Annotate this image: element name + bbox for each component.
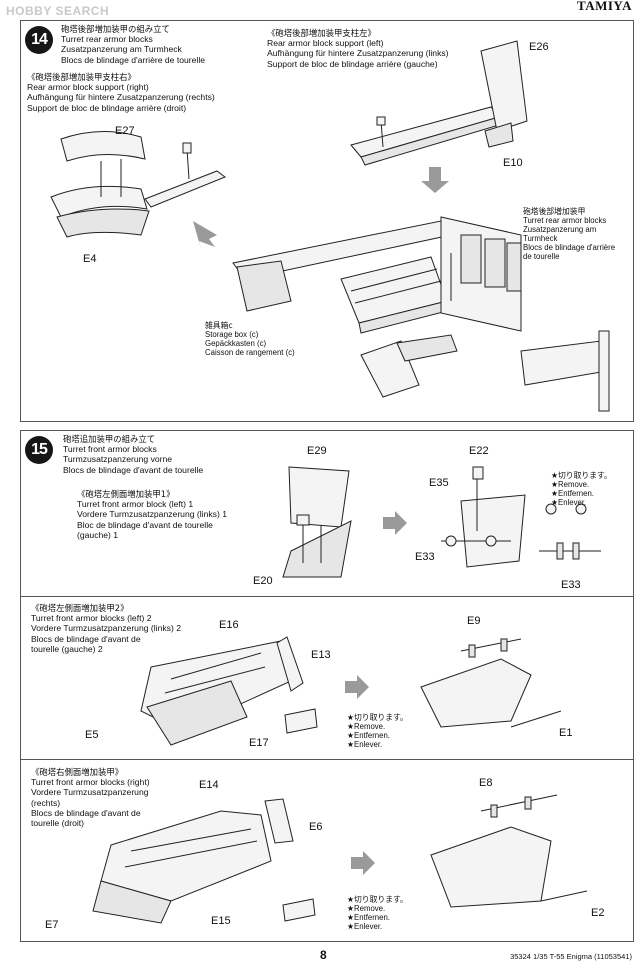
step-14-title: 砲塔後部増加装甲の組み立て Turret rear armor blocks Z…	[61, 24, 206, 65]
part-label-e15: E15	[211, 915, 231, 927]
part-label-e13: E13	[311, 649, 331, 661]
rear-armor-assembly	[232, 216, 610, 412]
part-label-e9: E9	[467, 615, 481, 627]
block1-drawing	[282, 466, 601, 578]
part-label-e27: E27	[115, 125, 135, 137]
step-14-left-support-label: 《砲塔後部増加装甲支柱左》 Rear armor block support (…	[267, 28, 449, 69]
brand-logo: TAMIYA	[576, 0, 632, 13]
arrow-right	[383, 511, 407, 535]
block3-label: 《砲塔右側面増加装甲》 Turret front armor blocks (r…	[31, 767, 150, 829]
part-label-e33-right: E33	[561, 579, 581, 591]
part-label-e10: E10	[503, 157, 523, 169]
left-support-drawing	[350, 40, 528, 166]
divider	[21, 596, 633, 597]
block3-remove-note: ★切り取ります。 ★Remove. ★Entfernen. ★Enlever.	[347, 895, 408, 931]
part-label-e17: E17	[249, 737, 269, 749]
part-label-e20: E20	[253, 575, 273, 587]
step-15-panel: 15 砲塔追加装甲の組み立て Turret front armor blocks…	[20, 430, 634, 942]
step-14-badge: 14	[25, 26, 53, 54]
arrow-right	[345, 675, 369, 699]
block2-drawing	[140, 636, 562, 746]
block2-remove-note: ★切り取ります。 ★Remove. ★Entfernen. ★Enlever.	[347, 713, 408, 749]
part-label-e1: E1	[559, 727, 573, 739]
step-14-right-support-label: 《砲塔後部増加装甲支柱右》 Rear armor block support (…	[27, 72, 215, 113]
block1-label: 《砲塔左側面増加装甲1》 Turret front armor block (l…	[77, 489, 227, 540]
part-label-e4: E4	[83, 253, 97, 265]
block1-remove-note: ★切り取ります。 ★Remove. ★Entfernen. ★Enlever.	[551, 471, 612, 507]
arrow-down-right	[421, 167, 449, 193]
step-15-illustration	[92, 466, 601, 924]
part-label-e26: E26	[529, 41, 549, 53]
block3-drawing	[92, 794, 588, 924]
part-label-e5: E5	[85, 729, 99, 741]
divider	[21, 759, 633, 760]
part-label-e35: E35	[429, 477, 449, 489]
right-support-drawing	[50, 131, 227, 238]
part-label-e7: E7	[45, 919, 59, 931]
block2-label: 《砲塔左側面増加装甲2》 Turret front armor blocks (…	[31, 603, 181, 654]
step-14-panel: 14 砲塔後部増加装甲の組み立て Turret rear armor block…	[20, 20, 634, 422]
step-15-title: 砲塔追加装甲の組み立て Turret front armor blocks Tu…	[63, 434, 204, 475]
arrow-down-left	[193, 221, 217, 249]
step-15-badge: 15	[25, 436, 53, 464]
watermark-text: HOBBY SEARCH	[6, 4, 110, 18]
step-14-assembly-note: 砲塔後部増加装甲 Turret rear armor blocks Zusatz…	[523, 207, 616, 261]
page-number: 8	[320, 948, 327, 962]
step-14-illustration	[50, 40, 610, 412]
product-code: 35324 1/35 T-55 Enigma (11053541)	[510, 952, 632, 961]
part-label-e22: E22	[469, 445, 489, 457]
watermark-logo: HOBBY SEARCH	[6, 4, 109, 18]
part-label-e6: E6	[309, 821, 323, 833]
part-label-e8: E8	[479, 777, 493, 789]
part-label-e14: E14	[199, 779, 219, 791]
part-label-e16: E16	[219, 619, 239, 631]
part-label-e33-left: E33	[415, 551, 435, 563]
part-label-e2: E2	[591, 907, 605, 919]
step-14-storage-note: 雑具箱c Storage box (c) Gepäckkasten (c) Ca…	[205, 321, 295, 357]
part-label-e29: E29	[307, 445, 327, 457]
arrow-right	[351, 851, 375, 875]
